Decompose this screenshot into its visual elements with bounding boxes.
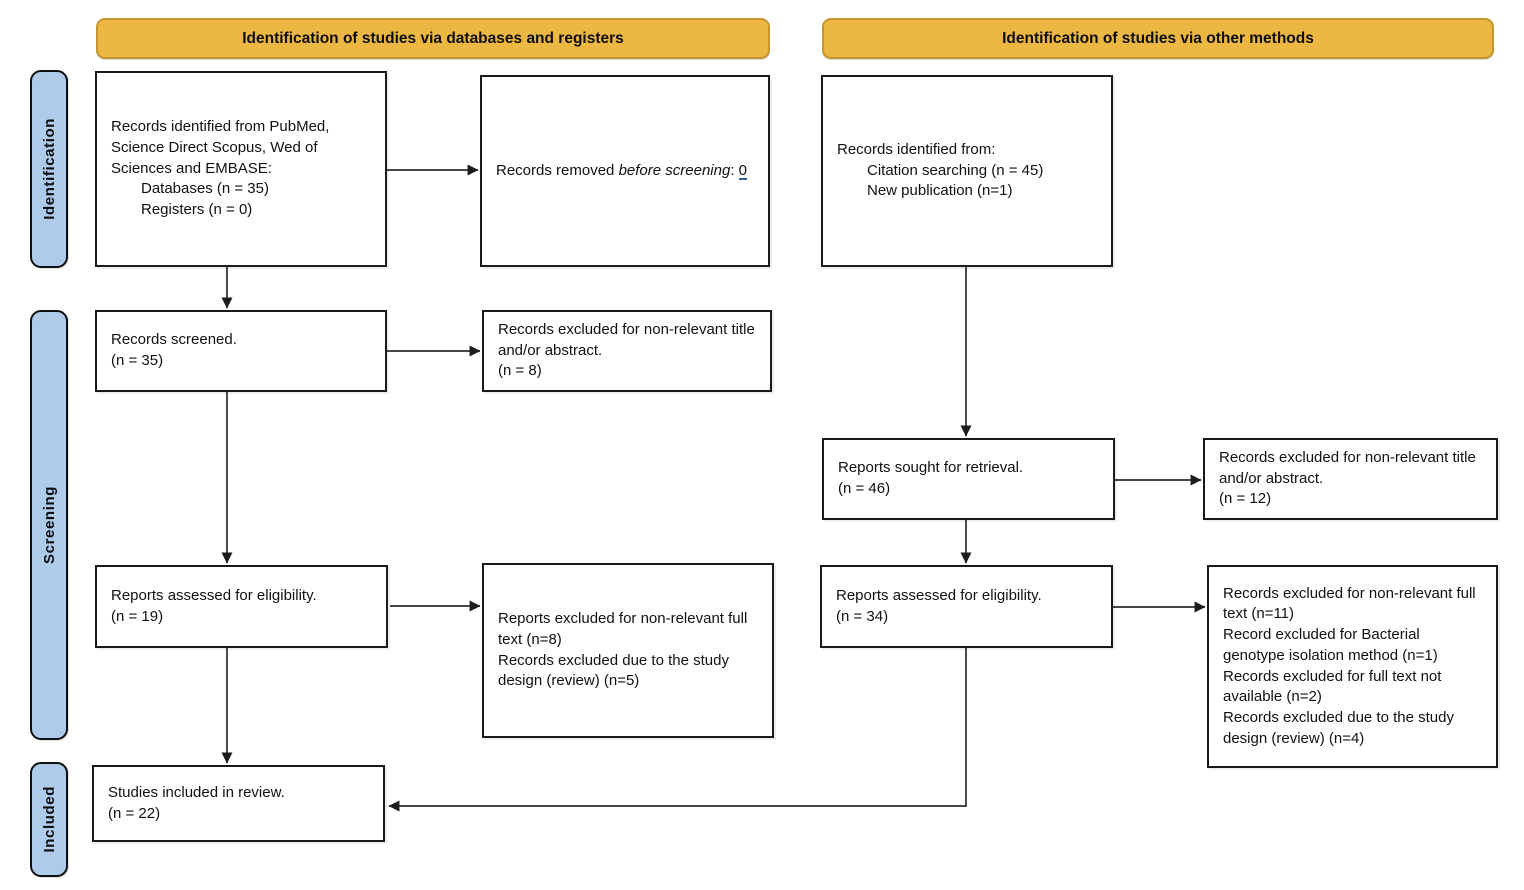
records-removed-italic: before screening — [618, 161, 731, 179]
excluded-fulltext-other-line2: Record excluded for Bacterial genotype i… — [1223, 626, 1438, 664]
stage-screening: Screening — [30, 310, 68, 740]
records-removed-value: 0 — [738, 161, 747, 181]
records-identified-registers-count: Registers (n = 0) — [141, 201, 253, 219]
reports-eligibility-db-count: (n = 19) — [111, 607, 164, 625]
reports-eligibility-other-count: (n = 34) — [836, 607, 889, 625]
excluded-title-abstract-other-count: (n = 12) — [1219, 490, 1272, 508]
box-reports-retrieval: Reports sought for retrieval. (n = 46) — [822, 438, 1115, 520]
stage-identification: Identification — [30, 70, 68, 268]
excluded-title-abstract-db-count: (n = 8) — [498, 362, 542, 380]
box-reports-eligibility-other: Reports assessed for eligibility. (n = 3… — [820, 565, 1113, 648]
excluded-fulltext-other-line3: Records excluded for full text not avail… — [1223, 667, 1442, 706]
box-excluded-fulltext-db: Reports excluded for non-relevant full t… — [482, 563, 774, 738]
box-excluded-fulltext-other: Records excluded for non-relevant full t… — [1207, 565, 1498, 768]
excluded-title-abstract-other-label: Records excluded for non-relevant title … — [1219, 448, 1476, 487]
box-studies-included: Studies included in review. (n = 22) — [92, 765, 385, 842]
records-screened-count: (n = 35) — [111, 352, 164, 369]
records-identified-databases-text: Records identified from PubMed, Science … — [111, 118, 330, 177]
banner-other-methods: Identification of studies via other meth… — [822, 18, 1494, 59]
new-publication-count: New publication (n=1) — [867, 182, 1013, 200]
studies-included-label: Studies included in review. — [108, 783, 285, 801]
records-removed-separator: : — [730, 161, 739, 179]
box-reports-eligibility-db: Reports assessed for eligibility. (n = 1… — [95, 565, 388, 648]
banner-databases-registers-label: Identification of studies via databases … — [242, 29, 624, 47]
records-identified-other-text: Records identified from: — [837, 140, 996, 158]
stage-included-label: Included — [40, 786, 58, 853]
reports-eligibility-other-label: Reports assessed for eligibility. — [836, 586, 1042, 604]
stage-screening-label: Screening — [40, 486, 58, 564]
box-records-identified-other: Records identified from: Citation search… — [821, 75, 1113, 267]
excluded-fulltext-db-line1: Reports excluded for non-relevant full t… — [498, 610, 748, 648]
reports-retrieval-label: Reports sought for retrieval. — [838, 459, 1024, 477]
stage-included: Included — [30, 762, 68, 877]
records-removed-prefix: Records removed — [496, 161, 619, 179]
excluded-title-abstract-db-label: Records excluded for non-relevant title … — [498, 320, 755, 359]
excluded-fulltext-other-line1: Records excluded for non-relevant full t… — [1223, 584, 1476, 623]
reports-eligibility-db-label: Reports assessed for eligibility. — [111, 586, 317, 604]
box-records-screened: Records screened. (n = 35) — [95, 310, 387, 392]
excluded-fulltext-other-line4: Records excluded due to the study design… — [1223, 708, 1454, 747]
records-screened-label: Records screened. — [111, 331, 237, 349]
banner-other-methods-label: Identification of studies via other meth… — [1002, 29, 1314, 47]
excluded-fulltext-db-line2: Records excluded due to the study design… — [498, 651, 729, 690]
box-excluded-title-abstract-other: Records excluded for non-relevant title … — [1203, 438, 1498, 520]
box-records-identified-databases: Records identified from PubMed, Science … — [95, 71, 387, 267]
banner-databases-registers: Identification of studies via databases … — [96, 18, 770, 59]
studies-included-count: (n = 22) — [108, 804, 161, 822]
reports-retrieval-count: (n = 46) — [838, 480, 891, 497]
box-records-removed: Records removed before screening: 0 — [480, 75, 770, 267]
box-excluded-title-abstract-db: Records excluded for non-relevant title … — [482, 310, 772, 392]
stage-identification-label: Identification — [40, 118, 58, 220]
records-removed-text: Records removed before screening: 0 — [496, 161, 754, 182]
records-identified-databases-count: Databases (n = 35) — [141, 180, 269, 198]
citation-searching-count: Citation searching (n = 45) — [867, 161, 1044, 179]
